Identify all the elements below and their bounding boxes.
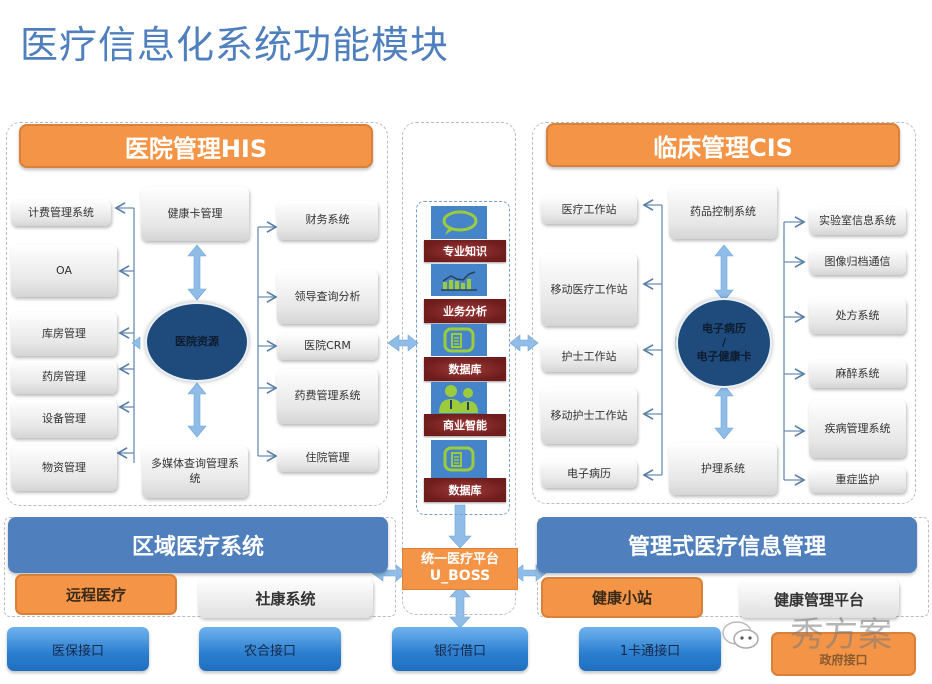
cis-left-item[interactable]: 电子病历 [541, 460, 637, 488]
cis-right-item[interactable]: 处方系统 [809, 298, 906, 334]
bar-chart-icon [431, 264, 487, 296]
his-center-circle[interactable]: 医院资源 [145, 302, 249, 382]
his-left-item[interactable]: 设备管理 [11, 400, 117, 438]
his-left-item[interactable]: 计费管理系统 [11, 200, 111, 226]
his-left-item[interactable]: 药房管理 [11, 361, 117, 394]
cis-nursing-box[interactable]: 护理系统 [669, 443, 777, 495]
platform-name: 统一医疗平台 [420, 552, 499, 568]
middle-item-label[interactable]: 商业智能 [424, 414, 506, 436]
regional-header: 区域医疗系统 [8, 517, 388, 573]
regional-item-community-health[interactable]: 社康系统 [198, 578, 373, 618]
his-left-item[interactable]: 库房管理 [11, 312, 117, 356]
his-health-card-box[interactable]: 健康卡管理 [141, 187, 249, 241]
database-icon [431, 324, 487, 356]
his-right-item[interactable]: 医院CRM [277, 333, 378, 360]
his-multimedia-box[interactable]: 多媒体查询管理系统 [142, 446, 248, 498]
database-icon [431, 440, 487, 478]
cis-drug-control-box[interactable]: 药品控制系统 [669, 185, 777, 239]
his-left-item[interactable]: OA [11, 245, 117, 297]
cis-right-item[interactable]: 疾病管理系统 [809, 400, 906, 458]
circle-line-emr: 电子病历 [702, 321, 746, 335]
speech-bubble-icon [431, 206, 487, 239]
cis-right-item[interactable]: 图像归档通信 [809, 249, 906, 275]
page-title: 医疗信息化系统功能模块 [20, 23, 450, 67]
cis-left-item[interactable]: 移动护士工作站 [541, 388, 637, 444]
middle-item-label[interactable]: 数据库 [424, 478, 506, 502]
regional-item-telemedicine[interactable]: 远程医疗 [15, 574, 177, 615]
cis-left-item[interactable]: 移动医疗工作站 [541, 254, 637, 326]
people-icon [431, 382, 487, 414]
cis-right-item[interactable]: 实验室信息系统 [809, 207, 906, 235]
his-right-item[interactable]: 财务系统 [277, 201, 378, 240]
cis-section [532, 122, 916, 504]
interface-medical-insurance[interactable]: 医保接口 [7, 627, 149, 671]
middle-stack [416, 201, 510, 515]
interface-rural-cooperative[interactable]: 农合接口 [199, 627, 341, 671]
cis-left-item[interactable]: 护士工作站 [541, 342, 637, 372]
interface-government[interactable]: 政府接口 [771, 632, 916, 676]
managed-header: 管理式医疗信息管理 [537, 517, 917, 573]
cis-header: 临床管理CIS [546, 123, 900, 167]
platform-code: U_BOSS [429, 568, 491, 585]
managed-item-health-platform[interactable]: 健康管理平台 [739, 580, 899, 618]
interface-bank[interactable]: 银行借口 [392, 627, 528, 671]
his-right-item[interactable]: 住院管理 [277, 445, 378, 472]
watermark-text: 秀方案 [790, 615, 892, 655]
circle-line-ehc: 电子健康卡 [696, 350, 752, 364]
his-left-item[interactable]: 物资管理 [11, 446, 117, 491]
middle-item-label[interactable]: 专业知识 [424, 240, 506, 262]
cis-center-circle[interactable]: 电子病历 / 电子健康卡 [676, 298, 772, 388]
wechat-logo-icon [720, 618, 764, 654]
cis-left-item[interactable]: 医疗工作站 [541, 196, 637, 224]
cis-right-item[interactable]: 麻醉系统 [809, 360, 906, 388]
middle-section [402, 122, 516, 615]
his-right-item[interactable]: 药费管理系统 [277, 369, 378, 424]
unified-platform[interactable]: 统一医疗平台 U_BOSS [402, 548, 518, 590]
middle-item-label[interactable]: 数据库 [424, 357, 506, 381]
middle-item-label[interactable]: 业务分析 [424, 299, 506, 323]
interface-one-card[interactable]: 1卡通接口 [579, 627, 721, 671]
his-right-item[interactable]: 领导查询分析 [277, 270, 378, 324]
managed-item-health-station[interactable]: 健康小站 [541, 577, 703, 618]
circle-separator: / [721, 335, 727, 349]
his-header: 医院管理HIS [19, 124, 373, 168]
his-section [6, 122, 388, 506]
cis-right-item[interactable]: 重症监护 [809, 467, 906, 493]
